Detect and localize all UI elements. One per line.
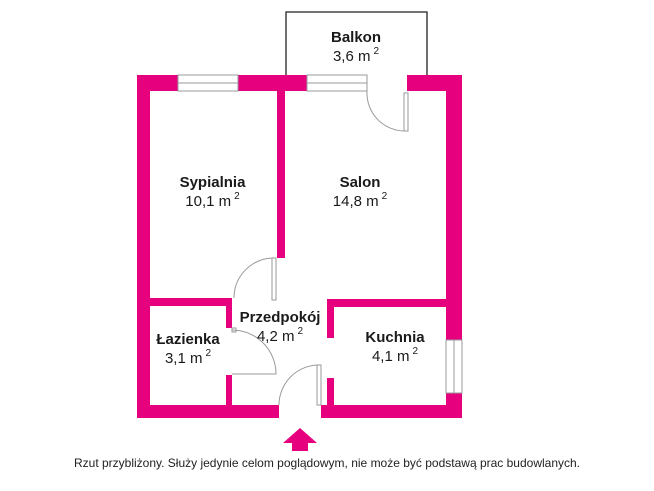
room-name: Łazienka [156, 331, 220, 348]
windows [177, 74, 463, 394]
room-name: Przedpokój [239, 309, 321, 326]
walls [137, 75, 462, 418]
room-name: Salon [339, 174, 381, 191]
balcony-outline [285, 11, 428, 75]
doors [231, 90, 409, 406]
room-name: Balkon [330, 29, 381, 46]
disclaimer-caption: Rzut przybliżony. Służy jedynie celom po… [73, 456, 581, 470]
up-arrow-icon [283, 428, 317, 451]
room-name: Sypialnia [179, 174, 246, 191]
room-name: Kuchnia [365, 329, 425, 346]
